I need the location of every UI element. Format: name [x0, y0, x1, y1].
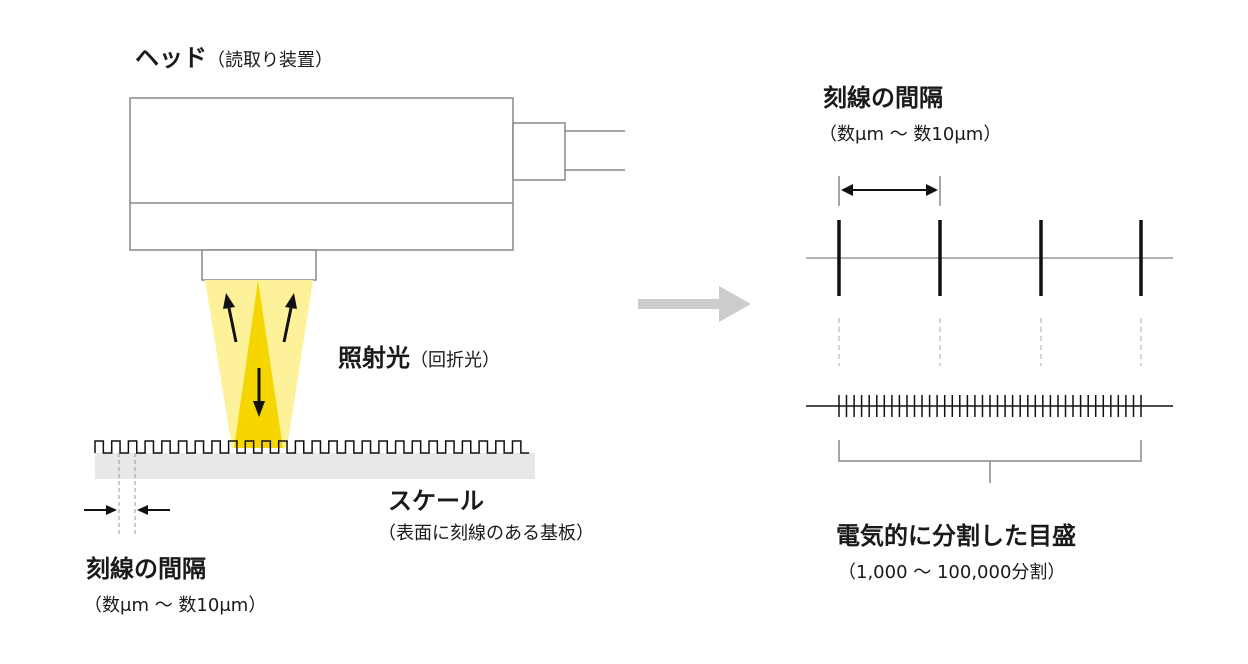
head-label: ヘッド（読取り装置） — [135, 46, 333, 70]
light-subtitle: （回折光） — [410, 350, 500, 371]
divided-range: （1,000 〜 100,000分割） — [838, 562, 1066, 583]
divided-bracket — [838, 440, 1142, 483]
pitch-right-title: 刻線の間隔 — [823, 84, 943, 112]
beam-arrows — [223, 293, 297, 417]
transition-arrow — [638, 286, 751, 322]
fine-ticks — [838, 395, 1142, 417]
scale-substrate — [95, 453, 535, 479]
pitch-right-range: （数μm 〜 数10μm） — [819, 124, 1002, 145]
pitch-left-title: 刻線の間隔 — [86, 555, 206, 583]
head-sensor — [201, 249, 317, 281]
head-connector — [512, 122, 566, 181]
light-label: 照射光（回折光） — [338, 346, 500, 370]
head-subtitle: （読取り装置） — [207, 50, 333, 71]
left-pitch-marker — [84, 453, 170, 536]
scale-title: スケール — [388, 487, 484, 515]
head-title: ヘッド — [135, 44, 207, 72]
scale-grating — [94, 440, 530, 454]
pitch-left-range: （数μm 〜 数10μm） — [84, 595, 267, 616]
divided-title: 電気的に分割した目盛 — [836, 522, 1076, 550]
right-pitch-arrow — [838, 176, 941, 206]
light-title: 照射光 — [338, 344, 410, 372]
coarse-dashed-guides — [838, 318, 1142, 366]
grating-teeth — [94, 440, 530, 454]
irradiation-light-beam — [234, 280, 283, 448]
scale-subtitle: （表面に刻線のある基板） — [378, 523, 594, 544]
coarse-ticks — [837, 220, 1143, 296]
head-body — [129, 97, 514, 251]
